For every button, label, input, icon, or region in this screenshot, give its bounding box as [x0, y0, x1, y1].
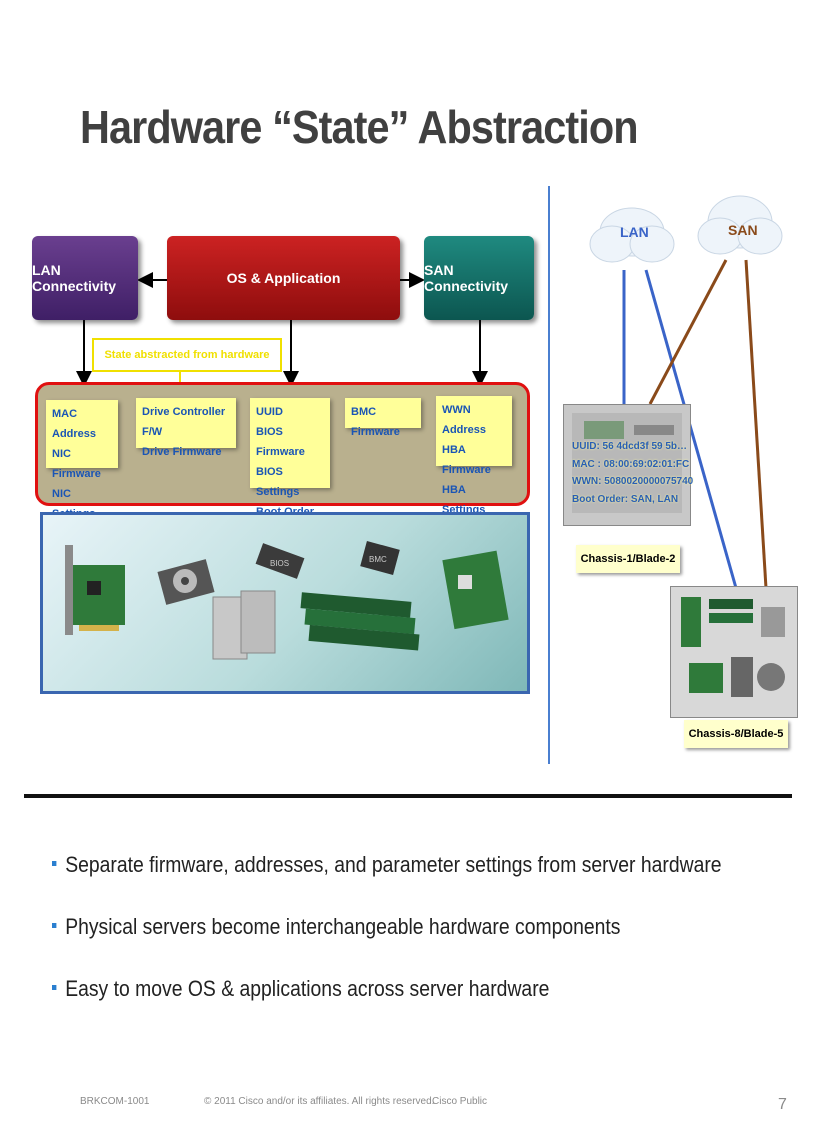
bullet-square-icon	[52, 922, 57, 928]
sticky-line: Drive Controller F/W	[142, 406, 226, 438]
sticky-line: BMC Firmware	[351, 406, 400, 438]
footer-code: BRKCOM-1001	[80, 1096, 150, 1107]
svg-text:BIOS: BIOS	[270, 559, 289, 568]
sticky-nic: MAC Address NIC Firmware NIC Settings	[46, 400, 118, 520]
san-connectivity-label: SAN Connectivity	[424, 262, 509, 294]
bullet-text: Physical servers become interchangeable …	[65, 914, 621, 939]
hba-card-icon	[442, 550, 509, 630]
sticky-hba: WWN Address HBA Firmware HBA Settings	[436, 396, 512, 516]
sticky-bios: UUID BIOS Firmware BIOS Settings Boot Or…	[250, 398, 330, 518]
lan-connectivity-label: LAN Connectivity	[32, 262, 117, 294]
server-blade-5	[670, 586, 798, 718]
san-cloud-icon	[697, 195, 783, 255]
os-application-box: OS & Application	[167, 236, 400, 320]
lan-connectivity-box: LAN Connectivity	[32, 236, 138, 320]
san-link-server2	[744, 259, 768, 589]
chassis1-label: Chassis-1/Blade-2	[576, 545, 680, 573]
page-number: 7	[778, 1096, 787, 1113]
divider-line	[548, 186, 550, 764]
right-diagram	[589, 195, 783, 589]
san-link-server1	[648, 259, 728, 405]
wwn-text: WWN: 5080020000075740	[572, 476, 694, 487]
san-cloud-label: SAN	[728, 222, 758, 238]
footer-classification: Cisco Public	[432, 1096, 488, 1107]
server-board-illustration	[572, 413, 682, 513]
sticky-line: BIOS Settings	[256, 466, 300, 498]
sticky-line: WWN Address	[442, 404, 487, 436]
horizontal-rule	[24, 794, 792, 798]
os-application-label: OS & Application	[226, 270, 341, 286]
uuid-text: UUID: 56 4dcd3f 59 5b…	[572, 441, 688, 452]
chassis8-label: Chassis-8/Blade-5	[684, 720, 788, 748]
bios-chip-icon: BIOS	[255, 543, 305, 579]
sticky-line: MAC Address	[52, 408, 97, 440]
sticky-line: NIC Firmware	[52, 448, 101, 480]
sticky-line: UUID	[256, 406, 283, 418]
state-abstracted-note: State abstracted from hardware	[92, 338, 282, 372]
lan-cloud-icon	[589, 207, 675, 263]
sticky-drive: Drive Controller F/W Drive Firmware	[136, 398, 236, 458]
memory-module-icon	[300, 592, 420, 651]
disk-drive-icon	[212, 590, 276, 660]
bullet-item: Physical servers become interchangeable …	[52, 914, 620, 940]
sticky-line: Drive Firmware	[142, 446, 222, 458]
hardware-illustrations: BIOS BMC	[65, 541, 509, 660]
lan-link-server2	[644, 269, 738, 589]
bullet-square-icon	[52, 860, 57, 866]
bullet-item: Separate firmware, addresses, and parame…	[52, 852, 722, 878]
server-blade-2	[563, 404, 691, 526]
mac-text: MAC : 08:00:69:02:01:FC	[572, 458, 690, 470]
bmc-chip-icon: BMC	[360, 541, 400, 575]
network-card-icon	[65, 545, 125, 635]
hard-drive-icon	[157, 559, 215, 605]
bullet-square-icon	[52, 984, 57, 990]
boot-order-text: Boot Order: SAN, LAN	[572, 493, 679, 505]
lan-cloud-label: LAN	[620, 224, 649, 240]
hardware-panel: BIOS BMC	[40, 512, 530, 694]
sticky-bmc: BMC Firmware	[345, 398, 421, 438]
footer-copyright: © 2011 Cisco and/or its affiliates. All …	[204, 1096, 435, 1107]
bullet-item: Easy to move OS & applications across se…	[52, 976, 549, 1002]
svg-text:BMC: BMC	[369, 555, 387, 564]
server-components-illustration	[681, 597, 785, 697]
san-connectivity-box: SAN Connectivity	[424, 236, 534, 320]
slide-title: Hardware “State” Abstraction	[80, 101, 639, 153]
sticky-line: BIOS Firmware	[256, 426, 305, 458]
sticky-line: HBA Firmware	[442, 444, 491, 476]
diagram-connectors	[76, 272, 488, 387]
bullet-text: Easy to move OS & applications across se…	[65, 976, 550, 1001]
bullet-text: Separate firmware, addresses, and parame…	[65, 852, 722, 877]
server-identity-info: UUID: 56 4dcd3f 59 5b… MAC : 08:00:69:02…	[572, 438, 693, 508]
